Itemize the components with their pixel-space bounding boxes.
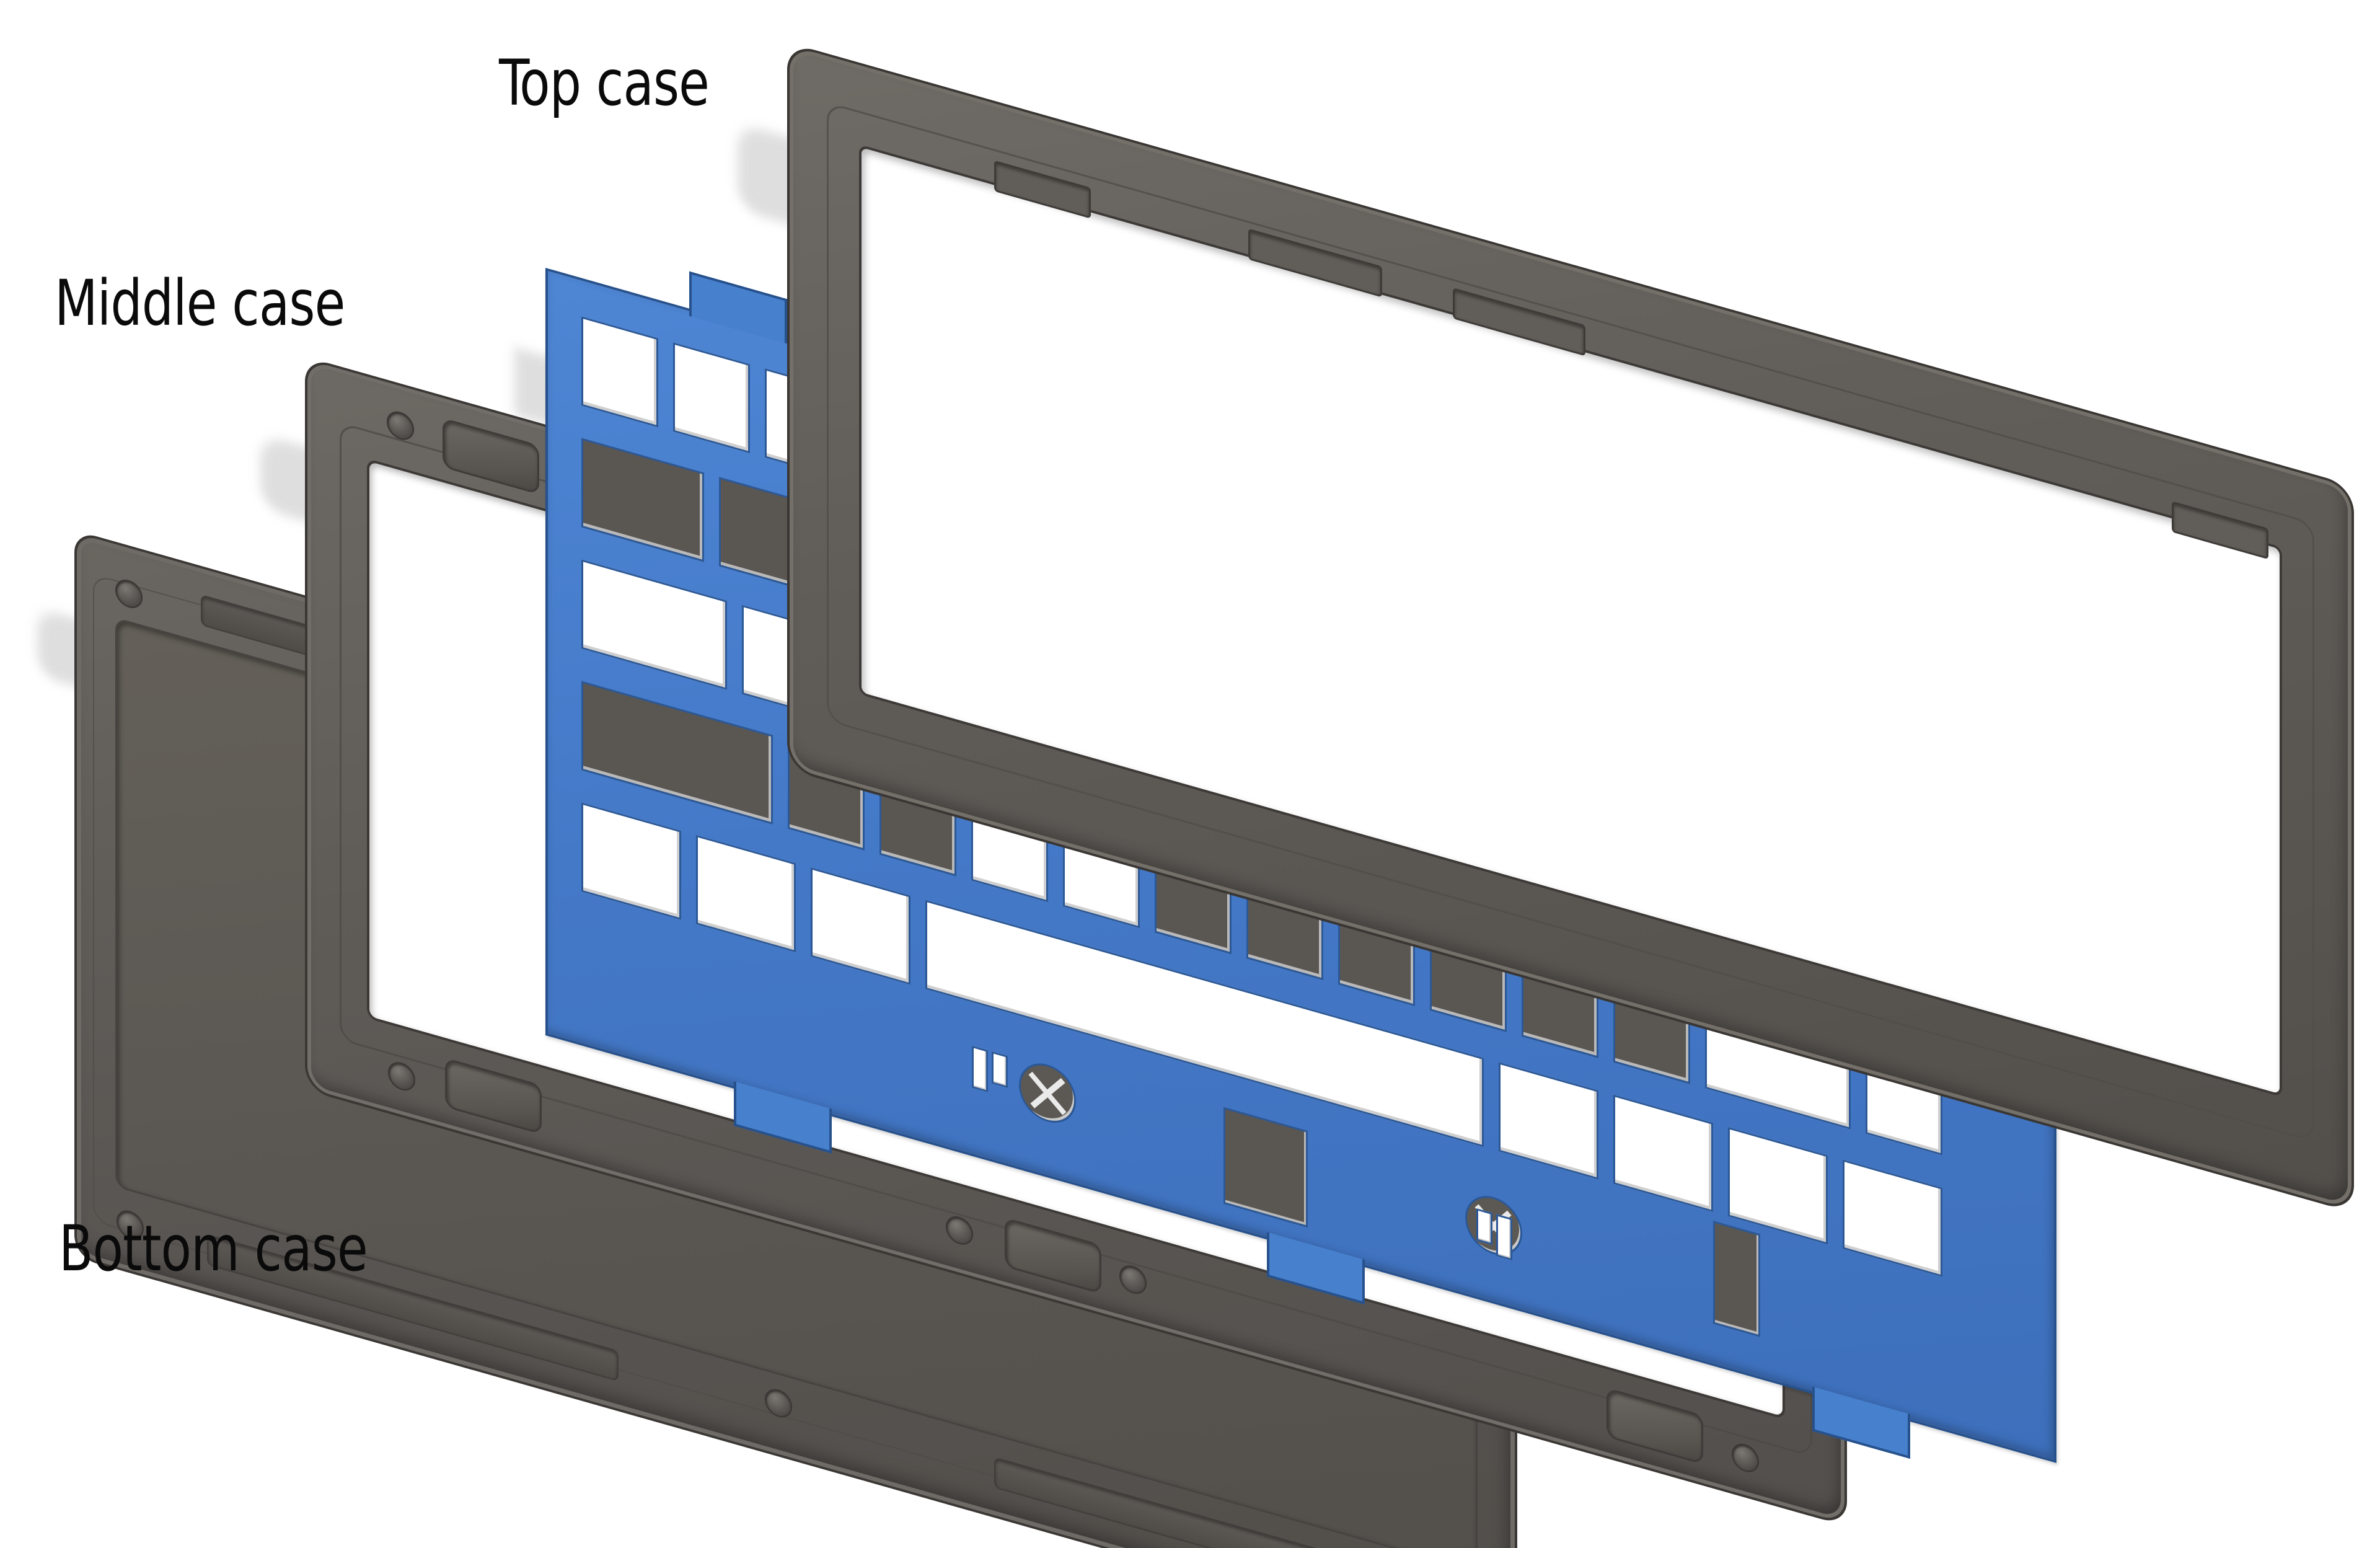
- switch-cutout: [581, 438, 704, 562]
- switch-cutout: [811, 867, 910, 985]
- switch-cutout: [581, 802, 681, 920]
- switch-cutout: [581, 559, 727, 690]
- switch-cutout: [1499, 1062, 1598, 1180]
- plate-cutout: [1223, 1107, 1308, 1228]
- plate-mounting-tab: [689, 271, 787, 344]
- switch-cutout: [1613, 1094, 1713, 1213]
- switch-cutout: [696, 834, 796, 953]
- screw-hole: [1732, 1440, 1759, 1475]
- plate-cutout: [1713, 1221, 1760, 1337]
- switch-cutout: [673, 342, 750, 454]
- switch-cutout: [1728, 1126, 1828, 1245]
- switch-cutout: [581, 316, 658, 428]
- switch-cutout: [1843, 1159, 1942, 1277]
- switch-cutout: [719, 477, 796, 588]
- label-top-case: Top case: [499, 46, 710, 120]
- label-middle-case: Middle case: [55, 267, 345, 340]
- screw-hole: [388, 1058, 415, 1094]
- label-bottom-case: Bottom case: [59, 1212, 368, 1286]
- switch-cutout: [581, 681, 773, 825]
